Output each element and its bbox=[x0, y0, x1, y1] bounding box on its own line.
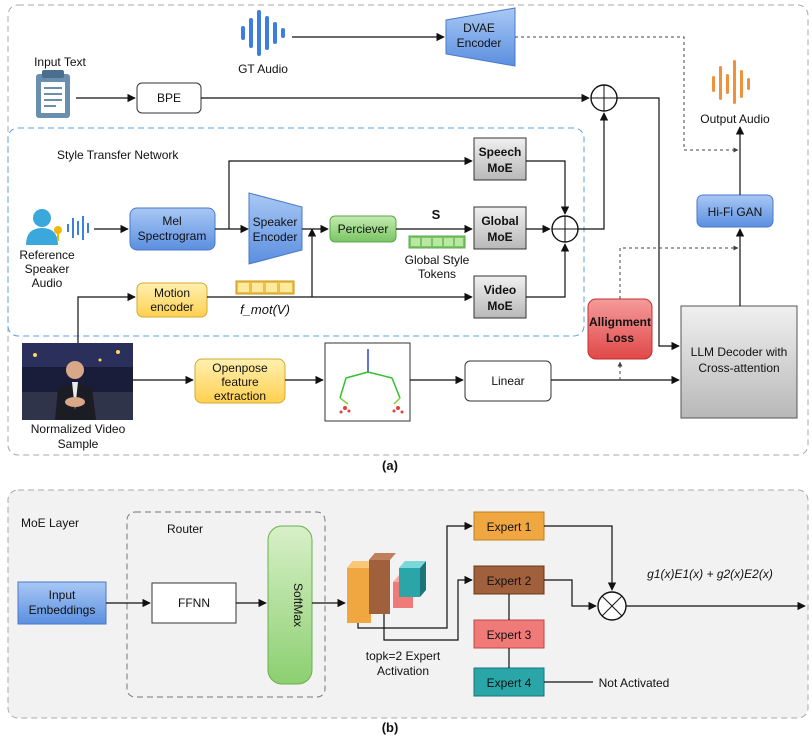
expert-1-box: Expert 1 bbox=[473, 511, 545, 541]
svg-text:Input: Input bbox=[49, 588, 76, 602]
alignment-loss-box: Allignment Loss bbox=[587, 298, 653, 360]
document-icon bbox=[36, 70, 70, 118]
mel-spectrogram-box: Mel Spectrogram bbox=[129, 207, 216, 251]
router-label: Router bbox=[167, 522, 203, 536]
output-formula: g1(x)E1(x) + g2(x)E2(x) bbox=[647, 567, 773, 581]
reference-speaker-icon bbox=[26, 209, 89, 245]
dvae-encoder: DVAE Encoder bbox=[445, 7, 516, 67]
reference-audio-label-2: Speaker bbox=[25, 262, 70, 276]
expert-2-box: Expert 2 bbox=[473, 565, 545, 595]
product-node bbox=[597, 591, 627, 621]
svg-text:Expert 2: Expert 2 bbox=[487, 574, 532, 588]
svg-text:extraction: extraction bbox=[214, 389, 266, 403]
global-tokens-label-1: Global Style bbox=[405, 253, 470, 267]
svg-text:Embeddings: Embeddings bbox=[29, 603, 96, 617]
svg-text:Hi-Fi GAN: Hi-Fi GAN bbox=[708, 205, 763, 219]
svg-text:Video: Video bbox=[484, 283, 516, 297]
svg-text:Global: Global bbox=[481, 214, 518, 228]
motion-encoder-box: Motion encoder bbox=[136, 282, 208, 318]
svg-text:SoftMax: SoftMax bbox=[291, 583, 305, 627]
dotted-connectors-a bbox=[515, 36, 739, 380]
svg-text:Allignment: Allignment bbox=[589, 315, 651, 329]
svg-text:DVAE: DVAE bbox=[463, 21, 495, 35]
expert-weight-bars bbox=[347, 553, 426, 623]
svg-text:Encoder: Encoder bbox=[253, 230, 298, 244]
reference-audio-label-1: Reference bbox=[19, 248, 75, 262]
topk-label-1: topk=2 Expert bbox=[366, 649, 441, 663]
svg-text:LLM Decoder with: LLM Decoder with bbox=[691, 345, 788, 359]
sum-node-style bbox=[551, 215, 579, 243]
connectors-a bbox=[76, 32, 745, 385]
svg-text:Cross-attention: Cross-attention bbox=[698, 361, 779, 375]
video-sample-label-1: Normalized Video bbox=[31, 422, 126, 436]
svg-text:Expert 1: Expert 1 bbox=[487, 520, 532, 534]
reference-audio-label-3: Audio bbox=[32, 276, 63, 290]
svg-text:Encoder: Encoder bbox=[457, 36, 502, 50]
ffnn-label: FFNN bbox=[178, 596, 210, 610]
svg-text:Openpose: Openpose bbox=[212, 361, 268, 375]
not-activated-label: Not Activated bbox=[599, 676, 670, 690]
gt-audio-label: GT Audio bbox=[238, 62, 288, 76]
svg-text:Motion: Motion bbox=[154, 286, 190, 300]
global-moe-box: Global MoE bbox=[473, 206, 527, 250]
llm-decoder-box: LLM Decoder with Cross-attention bbox=[680, 305, 798, 419]
svg-text:Loss: Loss bbox=[606, 331, 634, 345]
caption-b: (b) bbox=[382, 720, 399, 735]
topk-label-2: Activation bbox=[377, 664, 429, 678]
svg-text:Expert 4: Expert 4 bbox=[487, 676, 532, 690]
caption-a: (a) bbox=[382, 458, 398, 473]
perceiver-box: Perciever bbox=[329, 215, 397, 243]
svg-text:MoE: MoE bbox=[487, 161, 512, 175]
linear-box bbox=[464, 360, 552, 402]
svg-text:Spectrogram: Spectrogram bbox=[138, 229, 207, 243]
ffnn-box bbox=[151, 582, 237, 624]
openpose-box: Openpose feature extraction bbox=[194, 358, 286, 404]
bpe-label: BPE bbox=[157, 91, 181, 105]
svg-text:MoE: MoE bbox=[487, 299, 512, 313]
input-text-label: Input Text bbox=[34, 55, 86, 69]
hifigan-box: Hi-Fi GAN bbox=[696, 194, 774, 228]
svg-text:Speaker: Speaker bbox=[253, 215, 298, 229]
svg-text:Mel: Mel bbox=[162, 214, 181, 228]
router-frame bbox=[126, 511, 326, 698]
svg-text:MoE: MoE bbox=[487, 230, 512, 244]
svg-text:feature: feature bbox=[221, 375, 259, 389]
svg-text:Speech: Speech bbox=[479, 145, 522, 159]
video-moe-box: Video MoE bbox=[473, 275, 527, 319]
style-symbol: S bbox=[432, 207, 441, 222]
speech-moe-box: Speech MoE bbox=[473, 137, 527, 181]
pose-skeleton-image bbox=[324, 342, 411, 422]
video-sample-label-2: Sample bbox=[58, 437, 99, 451]
svg-text:Perciever: Perciever bbox=[338, 222, 389, 236]
softmax-box: SoftMax bbox=[267, 525, 313, 685]
video-thumbnail bbox=[22, 343, 133, 420]
svg-text:encoder: encoder bbox=[150, 300, 193, 314]
svg-text:Expert 3: Expert 3 bbox=[487, 628, 532, 642]
speaker-encoder: Speaker Encoder bbox=[248, 192, 303, 265]
style-network-label: Style Transfer Network bbox=[57, 148, 179, 162]
gt-audio-icon bbox=[241, 10, 285, 56]
sum-node-top bbox=[590, 84, 618, 112]
expert-4-box: Expert 4 bbox=[473, 667, 545, 697]
global-tokens-label-2: Tokens bbox=[418, 267, 456, 281]
input-embeddings-box: Input Embeddings bbox=[17, 581, 107, 625]
output-audio-label: Output Audio bbox=[700, 112, 770, 126]
expert-3-box: Expert 3 bbox=[473, 619, 545, 649]
style-network-frame bbox=[7, 127, 585, 337]
motion-feature-label: f_mot(V) bbox=[240, 302, 290, 317]
motion-feature-tokens bbox=[235, 280, 295, 295]
linear-label: Linear bbox=[491, 374, 524, 388]
connectors-b bbox=[106, 521, 806, 683]
global-style-tokens bbox=[408, 235, 466, 249]
output-audio-icon bbox=[712, 60, 750, 104]
moe-layer-label: MoE Layer bbox=[21, 516, 79, 530]
